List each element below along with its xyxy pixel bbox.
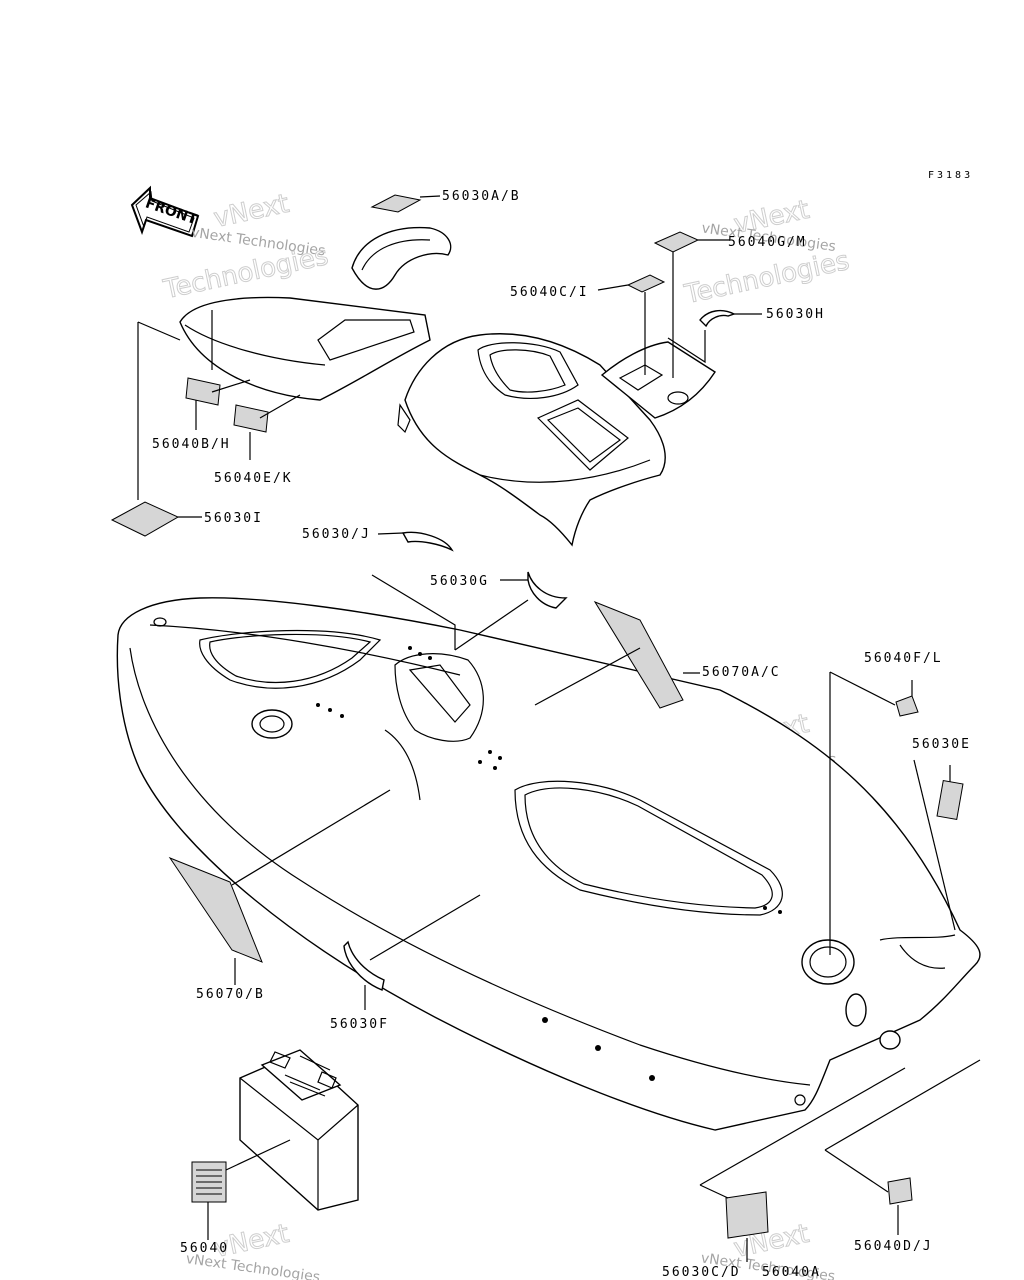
part-label: 56030A/B [442, 189, 521, 204]
leader-lines-main [231, 532, 981, 1262]
part-label: 56030G [430, 574, 489, 589]
lid-part [600, 231, 736, 419]
svg-text:Technologies: Technologies [681, 246, 852, 310]
part-label: 56030C/D [662, 1265, 741, 1280]
leader-lines-top-right [597, 239, 762, 378]
small-cover-part [351, 194, 452, 290]
part-label: 56030H [766, 307, 825, 322]
part-label: 56070/B [196, 987, 265, 1002]
part-label: 56040E/K [214, 471, 293, 486]
part-label: 56030E [912, 737, 971, 752]
part-label: 56040A [762, 1265, 821, 1280]
part-label: 56040 [180, 1241, 229, 1256]
part-label: 56040C/I [510, 285, 589, 300]
svg-text:vNext: vNext [211, 189, 292, 234]
part-label: 56040B/H [152, 437, 231, 452]
battery-part [191, 1049, 359, 1240]
leader-line [419, 195, 441, 198]
part-label: 56030/J [302, 527, 371, 542]
front-arrow-icon: FRONT [130, 185, 199, 238]
part-labels: 56030A/B 56040G/M 56040C/I 56030H 56040B… [152, 189, 971, 1280]
part-label: 56040F/L [864, 651, 943, 666]
part-label: 56040D/J [854, 1239, 933, 1254]
hull-body [116, 597, 981, 1131]
part-label: 56040G/M [728, 235, 807, 250]
part-label: 56070A/C [702, 665, 781, 680]
hull-decals [168, 531, 964, 1239]
leader-lines-left [110, 321, 301, 537]
figure-code: F3183 [928, 170, 973, 181]
svg-text:Technologies: Technologies [160, 241, 331, 305]
part-label: 56030F [330, 1017, 389, 1032]
cowl-part [397, 333, 666, 547]
front-hood-part [179, 296, 431, 433]
part-label: 56030I [204, 511, 263, 526]
